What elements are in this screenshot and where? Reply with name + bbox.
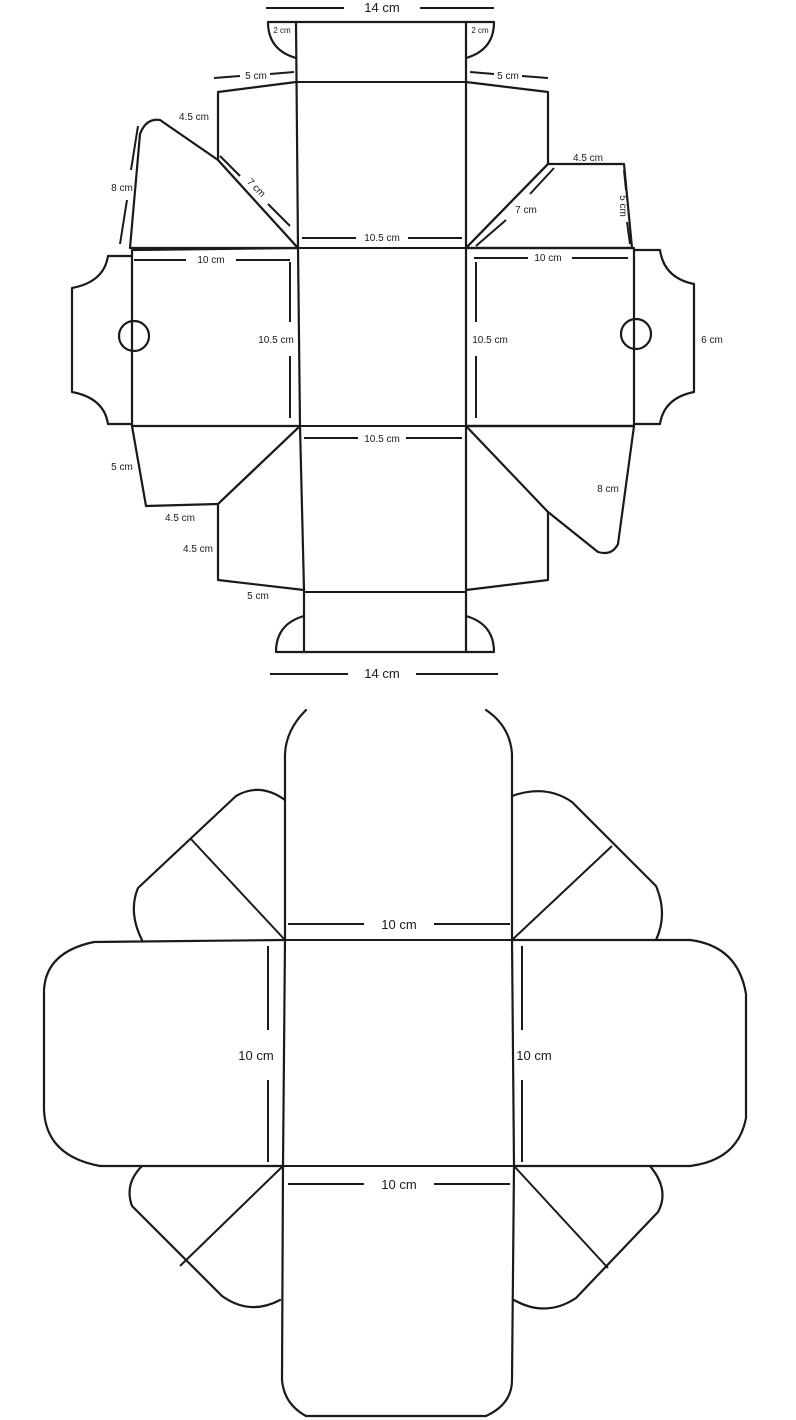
dimension-line xyxy=(469,71,495,75)
dimension-line xyxy=(521,75,549,79)
upper-right-triangle-flap xyxy=(464,162,634,250)
bottom-lower-left-flap xyxy=(128,1164,282,1309)
right-panel-height-label: 10.5 cm xyxy=(472,335,508,346)
top-left-tab xyxy=(266,20,298,60)
bottom-lower-right-flap xyxy=(512,1164,664,1310)
bottom-upper-left-flap xyxy=(132,788,287,942)
upper-left-side-label: 8 cm xyxy=(111,183,133,194)
right-thumb-hole xyxy=(619,317,653,351)
dimension-line xyxy=(269,71,295,75)
upper-right-side-label: 5 cm xyxy=(617,195,628,217)
lower-right-triangle-flap xyxy=(464,424,636,555)
top-right-tab xyxy=(464,20,496,60)
left-thumb-hole xyxy=(117,319,151,353)
upper-left-diag-label: 7 cm xyxy=(244,177,267,200)
left-panel-width-label: 10 cm xyxy=(197,255,224,266)
tab-left-label: 2 cm xyxy=(273,26,291,35)
right-panel-width-label: 10 cm xyxy=(534,253,561,264)
dimension-line xyxy=(267,203,291,227)
lower-left-edge-b-label: 4.5 cm xyxy=(183,544,213,555)
upper-left-flap-label: 5 cm xyxy=(245,71,267,82)
dimension-line xyxy=(219,155,241,177)
top-width-label: 14 cm xyxy=(364,0,399,15)
fold-line xyxy=(465,163,549,249)
fold-line xyxy=(511,845,613,941)
fold-line xyxy=(513,1165,609,1269)
fold-line xyxy=(217,425,301,505)
bottom-left-tab xyxy=(274,614,306,654)
upper-right-diag-label: 7 cm xyxy=(515,205,537,216)
upper-right-edge-label: 4.5 cm xyxy=(573,153,603,164)
bottom-top-width-label: 10 cm xyxy=(381,917,416,932)
left-side-panel xyxy=(130,246,302,428)
center-top-label: 10.5 cm xyxy=(364,233,400,244)
right-side-height-label: 6 cm xyxy=(701,335,723,346)
dimension-line xyxy=(130,125,139,171)
fold-line xyxy=(179,1165,284,1267)
fold-line xyxy=(189,837,286,941)
dimension-line xyxy=(475,219,507,247)
lower-left-side-flap xyxy=(216,502,306,592)
bottom-right-tab xyxy=(464,614,496,654)
upper-right-flap xyxy=(464,80,550,250)
dimension-line xyxy=(626,221,631,245)
bottom-center-strip-outline xyxy=(280,708,516,1418)
lower-left-flap xyxy=(130,424,302,508)
dimension-line xyxy=(119,199,128,245)
bottom-right-panel xyxy=(510,938,748,1168)
center-bottom-label: 10.5 cm xyxy=(364,434,400,445)
top-box-template: 14 cm 2 cm 2 cm 5 cm 5 cm 4.5 cm 8 cm 7 … xyxy=(70,0,723,681)
lower-right-side-label: 8 cm xyxy=(597,484,619,495)
bottom-box-template: 10 cm 10 cm 10 cm 10 cm xyxy=(42,708,748,1418)
bottom-width-label: 14 cm xyxy=(364,666,399,681)
fold-line xyxy=(217,159,299,249)
bottom-left-panel xyxy=(42,938,287,1168)
bottom-bottom-width-label: 10 cm xyxy=(381,1177,416,1192)
dimension-line xyxy=(623,169,627,191)
top-center-strip-outline xyxy=(294,20,468,654)
right-side-tab xyxy=(632,248,696,426)
bottom-left-height-label: 10 cm xyxy=(238,1048,273,1063)
upper-left-triangle-flap xyxy=(128,118,300,250)
tab-right-label: 2 cm xyxy=(471,26,489,35)
left-panel-height-label: 10.5 cm xyxy=(258,335,294,346)
lower-right-side-flap xyxy=(464,510,550,592)
bottom-right-height-label: 10 cm xyxy=(516,1048,551,1063)
upper-left-edge-label: 4.5 cm xyxy=(179,112,209,123)
dimension-line xyxy=(213,75,241,79)
bottom-upper-right-flap xyxy=(510,790,664,942)
dimension-line xyxy=(529,167,555,195)
lower-left-flap-label: 5 cm xyxy=(247,591,269,602)
left-side-tab xyxy=(70,254,134,426)
upper-right-flap-label: 5 cm xyxy=(497,71,519,82)
lower-left-edge-a-label: 4.5 cm xyxy=(165,513,195,524)
lower-left-side-label: 5 cm xyxy=(111,462,133,473)
